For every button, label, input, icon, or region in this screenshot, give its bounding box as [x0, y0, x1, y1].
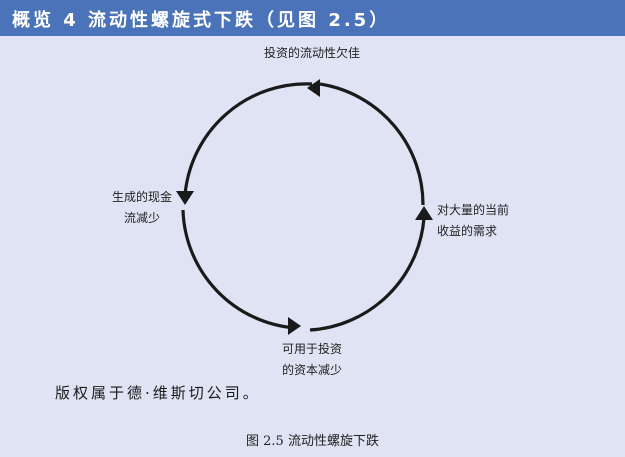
figure-caption: 图 2.5 流动性螺旋下跌: [246, 434, 379, 449]
cycle-node-bottom-line-2: 的资本减少: [281, 363, 342, 377]
arrowhead-left: [176, 191, 194, 205]
cycle-node-bottom-line-1: 可用于投资: [281, 342, 342, 356]
cycle-arc-top-left: [183, 82, 313, 196]
header-title: 概览 4 流动性螺旋式下跌（见图 2.5）: [12, 10, 391, 31]
cycle-node-left-line-1: 生成的现金: [111, 190, 172, 204]
arrowhead-bottom: [288, 317, 301, 335]
cycle-node-right-line-2: 收益的需求: [437, 224, 498, 238]
cycle-node-right-line-1: 对大量的当前: [437, 203, 510, 217]
copyright-notice: 版权属于德·维斯切公司。: [55, 384, 261, 402]
cycle-node-right: 对大量的当前 收益的需求: [437, 200, 537, 242]
header-bar: 概览 4 流动性螺旋式下跌（见图 2.5）: [0, 0, 625, 36]
cycle-node-bottom: 可用于投资 的资本减少: [258, 339, 366, 381]
cycle-arc-left-bottom: [181, 209, 297, 330]
cycle-arc-bottom-right: [309, 217, 426, 332]
arrowhead-right: [415, 206, 433, 220]
cycle-node-top: 投资的流动性欠佳: [232, 43, 392, 64]
cycle-node-left-line-2: 流减少: [123, 211, 160, 225]
cycle-arc-right-top: [319, 82, 425, 206]
cycle-node-top-line-1: 投资的流动性欠佳: [263, 46, 360, 60]
arrowhead-top: [307, 79, 320, 97]
cycle-node-left: 生成的现金 流减少: [92, 187, 192, 229]
